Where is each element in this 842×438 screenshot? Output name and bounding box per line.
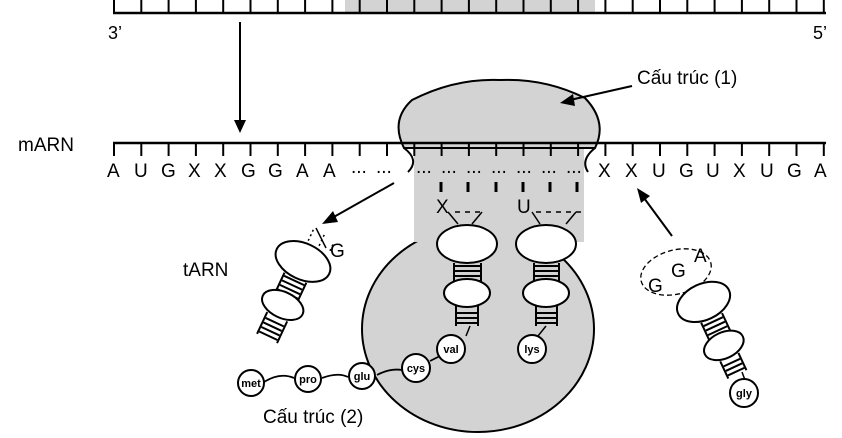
structure2-label: Cấu trúc (2)	[263, 407, 363, 428]
release-arrow	[322, 182, 395, 224]
codon-dots: ...	[441, 157, 457, 178]
mrna-bases-left: A U G X X G G A A	[107, 161, 336, 182]
mrna-bases-right: X X U G U X U G A	[598, 161, 827, 182]
peptide-amino: glu	[354, 371, 371, 383]
anticodon-label: A	[694, 246, 707, 267]
amino-acid-circle	[517, 334, 547, 364]
mrna-base: A	[814, 161, 827, 182]
codon-bonds	[439, 182, 579, 192]
mrna-base: G	[787, 161, 802, 182]
mrna-dots: ...	[351, 157, 367, 178]
amino-acid-label: gly	[736, 388, 753, 400]
codon-dots: ...	[416, 157, 432, 178]
trna-right: G G A gly	[640, 246, 759, 408]
codon-dots: ...	[466, 157, 482, 178]
structure1-arrow	[560, 85, 633, 106]
codon-dots: ...	[566, 157, 582, 178]
codon-dots: ...	[541, 157, 557, 178]
ribosome-codon-dots: ... ... ... ... ... ... ...	[416, 157, 582, 178]
mrna-base: X	[214, 161, 227, 182]
mrna-label: mARN	[18, 135, 74, 156]
ribosome-small-subunit	[397, 78, 601, 149]
anticodon-label: G	[330, 241, 345, 262]
dna-left-label: 3’	[108, 23, 122, 43]
mrna-base: X	[598, 161, 611, 182]
mrna-base: U	[652, 161, 666, 182]
trna-ribosome-2: U lys	[515, 197, 581, 364]
mrna-base: G	[679, 161, 694, 182]
trna-ribosome-1: X val	[436, 197, 498, 364]
mrna-base: G	[161, 161, 176, 182]
dna-strand: 3’ 5’	[108, 0, 827, 43]
mrna-base: U	[760, 161, 774, 182]
entry-arrow	[637, 188, 673, 237]
peptide-amino: pro	[299, 374, 317, 386]
peptide-amino: met	[241, 378, 261, 390]
codon-dots: ...	[491, 157, 507, 178]
peptide-amino: cys	[407, 363, 425, 375]
peptide-chain: met pro glu cys	[237, 353, 441, 397]
anticodon-label: G	[648, 276, 663, 297]
mrna-strand: mARN A U G X X G G A A ... ... X X U G U…	[18, 135, 827, 182]
anticodon-label: X	[436, 197, 449, 218]
amino-acid-circle	[729, 378, 759, 408]
structure1-label: Cấu trúc (1)	[637, 68, 737, 89]
mrna-base: X	[188, 161, 201, 182]
mrna-base: A	[296, 161, 309, 182]
codon-dots: ...	[516, 157, 532, 178]
dna-right-label: 5’	[813, 23, 827, 43]
mrna-dots: ...	[376, 157, 392, 178]
mrna-base: A	[323, 161, 336, 182]
trna-left: G	[256, 227, 345, 344]
amino-acid-circle	[436, 334, 466, 364]
mrna-base: X	[625, 161, 638, 182]
amino-acid-label: lys	[524, 344, 539, 356]
mrna-base: U	[706, 161, 720, 182]
dna-highlight	[345, 0, 595, 13]
transcription-arrow	[234, 22, 246, 133]
mrna-base: G	[268, 161, 283, 182]
trna-label: tARN	[183, 260, 228, 281]
mrna-base: G	[241, 161, 256, 182]
anticodon-label: G	[671, 261, 686, 282]
anticodon-label: U	[517, 197, 531, 218]
mrna-base: U	[134, 161, 148, 182]
amino-acid-label: val	[443, 344, 458, 356]
mrna-base: A	[107, 161, 120, 182]
mrna-base: X	[733, 161, 746, 182]
